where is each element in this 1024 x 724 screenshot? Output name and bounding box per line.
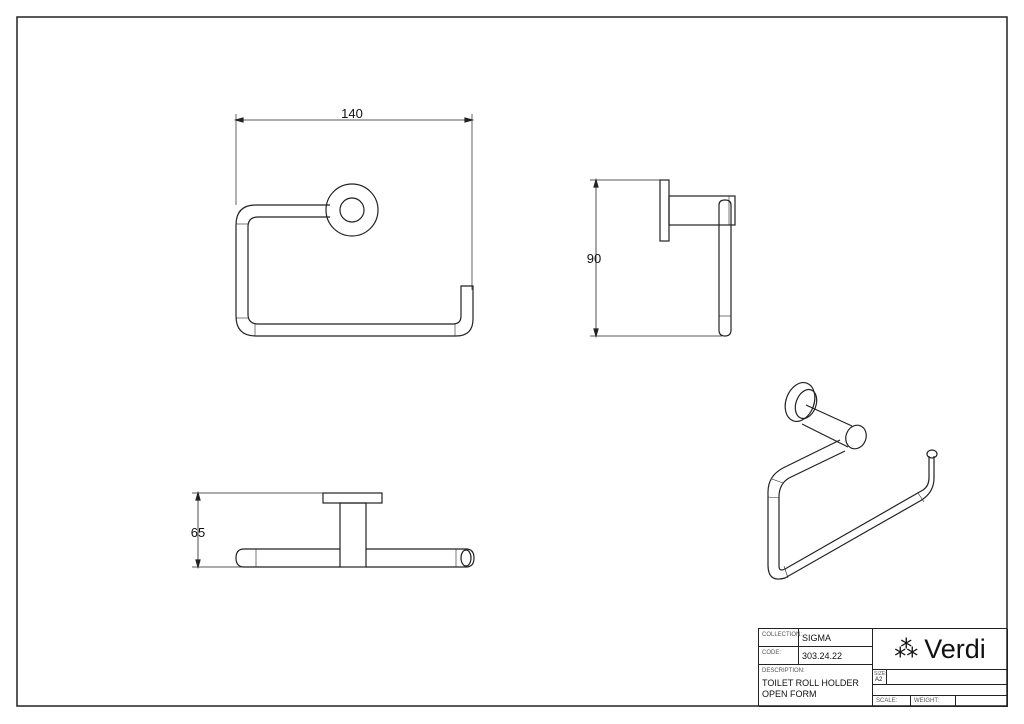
collection-value: SIGMA: [802, 633, 832, 643]
front-view: [233, 114, 475, 337]
dimension-width-label: 140: [341, 106, 363, 121]
dimension-depth-label: 65: [191, 525, 205, 540]
size-label: SIZE:: [874, 671, 887, 677]
dimension-height-label: 90: [587, 251, 601, 266]
blank-cell: [887, 670, 1008, 685]
blank-cell-2: [873, 685, 1008, 696]
description-value: TOILET ROLL HOLDER OPEN FORM: [762, 678, 859, 699]
collection-label: COLLECTION:: [762, 632, 803, 638]
drawing-frame: [16, 16, 1008, 707]
scale-cell: SCALE:: [873, 696, 911, 707]
code-cell: 303.24.22: [799, 647, 873, 665]
collection-cell: SIGMA: [799, 629, 873, 647]
side-view: [590, 177, 736, 339]
title-block: COLLECTION: SIGMA CODE: 303.24.22 DESCRI…: [758, 628, 1008, 707]
collection-label-cell: COLLECTION:: [759, 629, 803, 647]
isometric-view: [767, 382, 938, 580]
size-value: A2: [875, 677, 883, 683]
blank-cell-3: [956, 696, 1008, 707]
code-value: 303.24.22: [802, 651, 843, 661]
code-label-cell: CODE:: [759, 647, 799, 665]
weight-label: WEIGHT:: [914, 698, 939, 704]
verdi-asterisk-icon: ⁂: [894, 635, 919, 663]
weight-cell: WEIGHT:: [911, 696, 956, 707]
description-cell: DESCRIPTION: TOILET ROLL HOLDER OPEN FOR…: [759, 665, 873, 707]
bottom-view: [192, 490, 475, 570]
scale-label: SCALE:: [876, 698, 898, 704]
code-label: CODE:: [762, 650, 782, 656]
size-cell: SIZE: A2: [873, 670, 887, 685]
brand-logo: ⁂ Verdi: [873, 629, 1008, 670]
brand-name: Verdi: [924, 633, 986, 664]
description-label: DESCRIPTION:: [762, 668, 805, 674]
